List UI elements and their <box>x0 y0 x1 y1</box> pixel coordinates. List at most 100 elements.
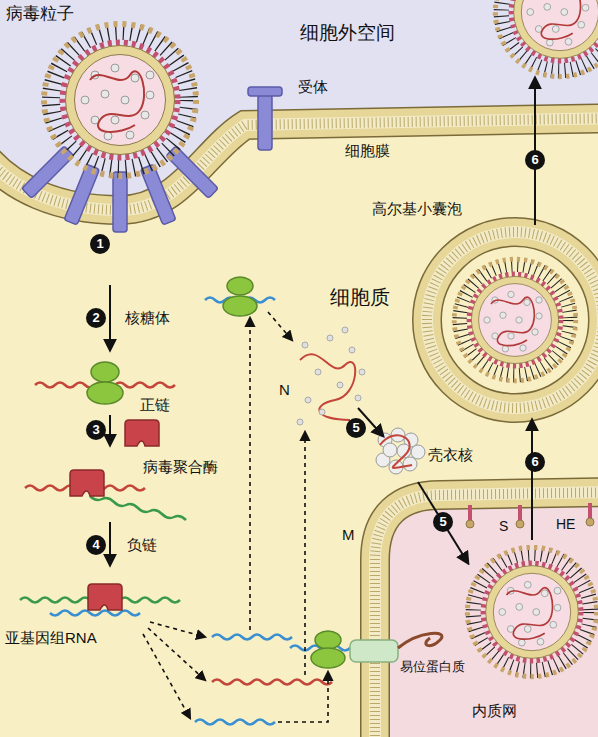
callout-number: 1 <box>90 234 110 254</box>
ribosome <box>87 382 123 404</box>
nucleocapsid <box>403 457 417 471</box>
viral-polymerase <box>88 584 122 610</box>
n-protein <box>297 327 365 425</box>
dashed-arrow <box>143 312 328 722</box>
callout-number: 5 <box>433 512 453 532</box>
part-label: HE <box>556 516 575 532</box>
spike-protein <box>468 505 472 521</box>
endoplasmic-reticulum <box>375 492 598 737</box>
part-label: M <box>342 526 355 543</box>
spike-protein <box>586 518 594 526</box>
part-label: 病毒聚合酶 <box>143 458 218 475</box>
n-protein <box>337 382 343 388</box>
part-label: 核糖体 <box>125 309 170 326</box>
part-label: 负链 <box>127 536 157 553</box>
receptor <box>258 95 272 150</box>
n-protein <box>297 419 303 425</box>
part-label: 亚基因组RNA <box>5 629 97 646</box>
callout-number: 3 <box>86 420 106 440</box>
callout-number: 2 <box>86 308 106 328</box>
part-label: 细胞外空间 <box>300 22 395 44</box>
n-protein <box>359 369 365 375</box>
virion <box>467 547 596 676</box>
spike-protein <box>466 520 474 528</box>
dashed-arrow <box>148 628 205 680</box>
endoplasmic-reticulum <box>375 492 598 737</box>
callout-number: 6 <box>525 150 545 170</box>
ribosome <box>227 277 253 295</box>
virion <box>495 0 598 77</box>
golgi-vesicle <box>427 232 598 408</box>
part-label: 病毒粒子 <box>6 4 74 24</box>
arrow <box>109 285 111 350</box>
viral-polymerase <box>70 420 159 610</box>
receptor <box>166 146 218 198</box>
arrow <box>109 522 111 565</box>
spike-protein <box>516 520 524 528</box>
n-protein <box>297 327 365 425</box>
n-protein <box>315 369 321 375</box>
arrow <box>418 482 468 563</box>
translocon <box>350 633 442 662</box>
golgi-vesicle <box>427 232 598 408</box>
spike-protein <box>588 503 592 519</box>
n-protein <box>300 354 355 420</box>
n-protein <box>305 397 311 403</box>
endoplasmic-reticulum <box>375 492 598 737</box>
arrow <box>110 78 535 565</box>
rna-strand <box>212 635 292 640</box>
n-protein <box>355 395 361 401</box>
dashed-arrow <box>150 622 205 637</box>
part-label: 正链 <box>140 396 170 413</box>
ribosome <box>311 648 345 668</box>
translocon <box>350 640 398 662</box>
part-label: 壳衣核 <box>428 446 473 463</box>
part-label: 细胞膜 <box>345 142 390 159</box>
rna-strand <box>195 720 275 725</box>
n-protein <box>302 342 308 348</box>
nucleocapsid <box>380 435 412 468</box>
part-label: 内质网 <box>472 702 517 719</box>
virion <box>44 24 196 176</box>
arrow <box>109 415 111 445</box>
n-protein <box>342 327 348 333</box>
arrow <box>531 420 533 540</box>
receptor <box>248 87 282 96</box>
dashed-arrow <box>249 318 251 630</box>
part-label: S <box>499 518 508 534</box>
ribosome <box>223 296 257 316</box>
receptor <box>113 172 127 232</box>
ribosome <box>87 277 345 668</box>
dashed-arrow <box>143 634 190 718</box>
endoplasmic-reticulum <box>375 492 598 737</box>
callout-number: 6 <box>525 452 545 472</box>
endoplasmic-reticulum <box>375 492 598 737</box>
endoplasmic-reticulum <box>375 492 598 737</box>
dashed-arrow <box>268 312 292 340</box>
ribosome <box>315 631 341 649</box>
callout-number: 5 <box>346 418 366 438</box>
nucleocapsid <box>383 443 397 457</box>
rna-strand <box>50 611 140 616</box>
callout-number: 4 <box>86 535 106 555</box>
rna-strand <box>20 298 350 725</box>
spike-protein <box>518 505 522 521</box>
ribosome <box>91 362 119 382</box>
rna-strand <box>90 496 186 520</box>
n-protein <box>327 335 333 341</box>
viral-polymerase <box>125 420 159 446</box>
n-protein <box>349 347 355 353</box>
part-label: 高尔基小囊泡 <box>372 200 462 217</box>
golgi-vesicle <box>427 232 598 408</box>
golgi-vesicle <box>427 232 598 408</box>
receptor <box>22 146 74 198</box>
virion <box>454 259 576 381</box>
n-protein <box>319 409 325 415</box>
dashed-arrow <box>278 672 328 722</box>
dashed-arrow <box>304 432 306 675</box>
part-label: 受体 <box>298 78 328 95</box>
translocon <box>398 633 442 648</box>
viral-polymerase <box>70 470 104 496</box>
